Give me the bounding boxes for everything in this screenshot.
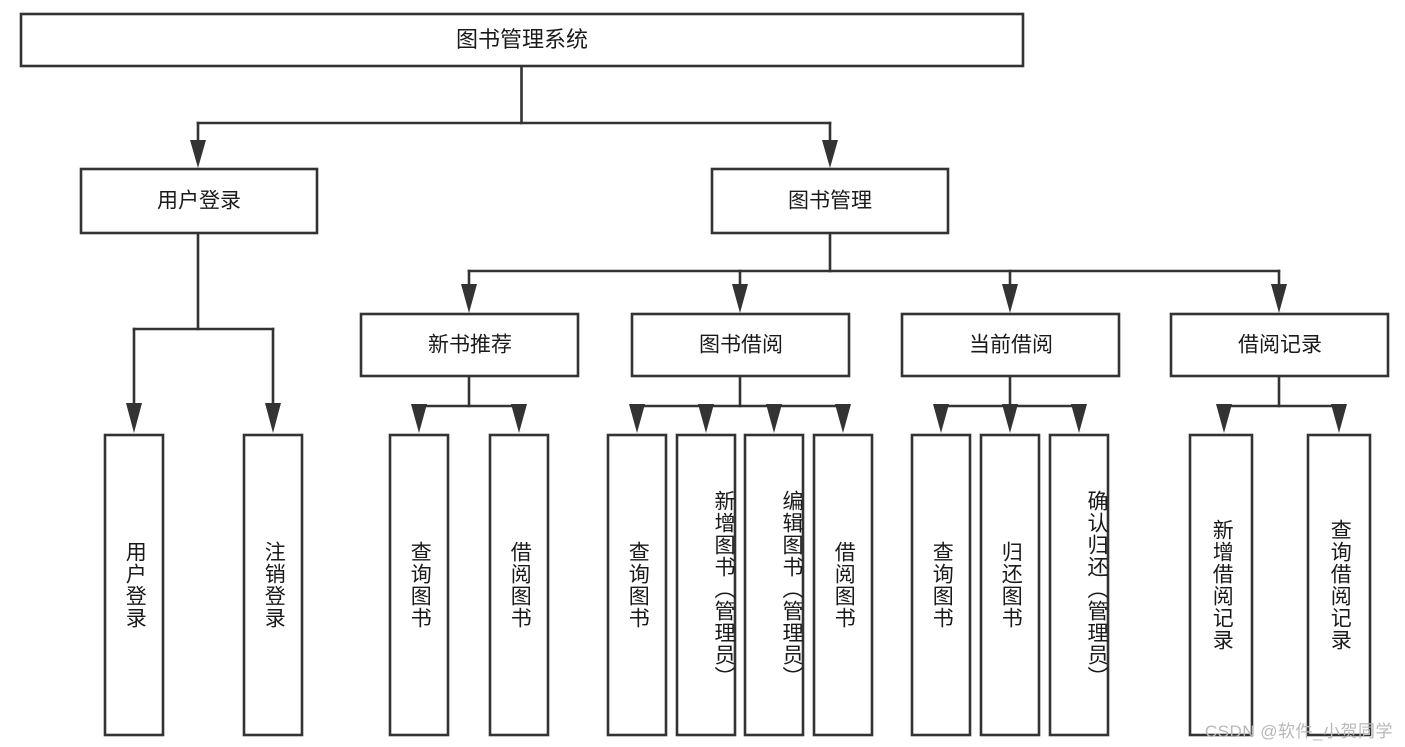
arrow-record-leaf1-icon [1216,404,1232,433]
arrow-borrow-leaf2-icon [698,404,714,433]
node-new-book-recommend[interactable]: 新书推荐 [359,312,580,378]
arrow-userlogin-leaf1-icon [126,403,142,433]
arrow-borrow-leaf3-icon [766,404,782,433]
leaf-box-borrow-record-1[interactable] [1306,433,1372,737]
node-book-management-label: 图书管理 [788,190,872,213]
node-book-borrow[interactable]: 图书借阅 [630,312,851,378]
node-user-login[interactable]: 用户登录 [79,167,319,235]
leaf-box-current-borrow-1[interactable] [979,433,1041,737]
leaf-box-user-login-0[interactable] [103,433,165,737]
arrow-record-leaf2-icon [1331,404,1347,433]
node-user-login-box[interactable] [79,167,319,235]
arrow-root-to-userlogin-icon [190,140,206,168]
node-new-book-recommend-label: 新书推荐 [428,334,512,357]
node-borrow-record-box[interactable] [1169,312,1390,378]
leaf-box-user-login-1[interactable] [242,433,304,737]
leaf-box-book-borrow-3[interactable] [812,433,874,737]
node-borrow-record-label: 借阅记录 [1238,334,1322,357]
arrow-bookmgmt-to-borrow-icon [732,284,748,313]
arrow-borrow-leaf1-icon [629,404,645,433]
node-current-borrow[interactable]: 当前借阅 [900,312,1121,378]
arrow-userlogin-leaf2-icon [265,403,281,433]
arrow-current-leaf2-icon [1002,404,1018,433]
node-current-borrow-box[interactable] [900,312,1121,378]
node-book-borrow-box[interactable] [630,312,851,378]
arrow-bookmgmt-to-newbook-icon [461,284,477,313]
leaf-box-current-borrow-2[interactable] [1048,433,1110,737]
node-book-management-box[interactable] [710,167,950,235]
arrow-bookmgmt-to-current-icon [1002,284,1018,313]
watermark: CSDN @软件_小贺同学 [1204,722,1393,741]
node-new-book-recommend-box[interactable] [359,312,580,378]
leaf-box-book-borrow-1[interactable] [675,433,737,737]
leaf-box-book-borrow-0[interactable] [606,433,668,737]
node-root[interactable]: 图书管理系统 [19,12,1025,68]
connector-group [126,64,1347,433]
node-root-label: 图书管理系统 [456,27,588,52]
leaf-box-borrow-record-0[interactable] [1188,433,1254,737]
arrow-newbook-leaf1-icon [411,404,427,433]
node-book-management[interactable]: 图书管理 [710,167,950,235]
leaf-box-book-borrow-2[interactable] [743,433,805,737]
arrow-root-to-bookmgmt-icon [822,140,838,168]
node-current-borrow-label: 当前借阅 [969,334,1053,357]
arrow-bookmgmt-to-record-icon [1271,284,1287,313]
node-borrow-record[interactable]: 借阅记录 [1169,312,1390,378]
leaf-box-new-book-1[interactable] [488,433,550,737]
arrow-current-leaf1-icon [933,404,949,433]
node-book-borrow-label: 图书借阅 [699,334,783,357]
arrow-current-leaf3-icon [1071,404,1087,433]
arrow-borrow-leaf4-icon [835,404,851,433]
node-root-box[interactable] [19,12,1025,68]
arrow-newbook-leaf2-icon [511,404,527,433]
leaf-box-current-borrow-0[interactable] [910,433,972,737]
leaf-box-new-book-0[interactable] [388,433,450,737]
node-user-login-label: 用户登录 [157,190,241,213]
